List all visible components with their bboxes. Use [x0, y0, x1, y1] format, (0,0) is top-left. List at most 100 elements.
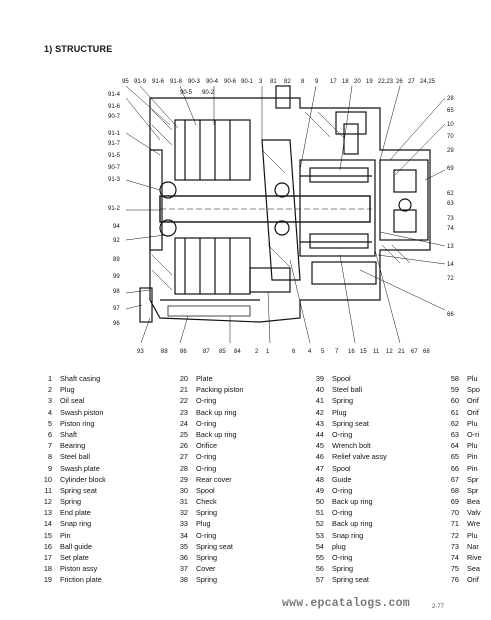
- callout: 86: [180, 349, 187, 355]
- part-row: 72 Plu: [445, 530, 491, 541]
- callout: 92: [113, 238, 120, 244]
- callout: 84: [234, 349, 241, 355]
- part-number: 49: [315, 485, 324, 495]
- part-name: Spring: [332, 564, 354, 574]
- part-name: O-ring: [332, 553, 353, 562]
- part-number: 70: [450, 508, 459, 518]
- part-name: Plu: [467, 418, 478, 428]
- part-number: 17: [43, 553, 52, 562]
- callout: 91-7: [108, 141, 121, 147]
- part-name: Spr: [467, 474, 479, 484]
- part-number: 1: [47, 374, 52, 383]
- part-number: 63: [450, 429, 459, 439]
- part-number: 58: [450, 374, 459, 383]
- callout: 68: [423, 349, 430, 355]
- callout: 98: [113, 289, 120, 295]
- part-number: 72: [450, 530, 459, 540]
- callout: 90-7: [108, 165, 121, 171]
- part-name: Plu: [467, 530, 478, 540]
- part-name: Swash piston: [60, 407, 104, 417]
- callout: 28: [447, 96, 454, 102]
- part-name: Set plate: [60, 553, 89, 562]
- part-name: Plug: [332, 407, 347, 417]
- callout: 9: [315, 79, 319, 85]
- part-number: 66: [450, 463, 459, 473]
- part-name: Check: [196, 497, 217, 507]
- part-number: 8: [47, 452, 52, 462]
- callout: 91-6: [108, 104, 121, 110]
- part-name: Oil seal: [60, 396, 85, 406]
- part-name: Packing piston: [196, 385, 244, 395]
- part-name: Bea: [467, 497, 480, 507]
- callout: 72: [447, 276, 454, 282]
- part-number: 55: [315, 553, 324, 562]
- part-name: Plate: [196, 374, 213, 383]
- callout: 82: [284, 79, 291, 85]
- callout: 62: [447, 191, 454, 197]
- callout: 69: [447, 166, 454, 172]
- callout: 29: [447, 148, 454, 154]
- part-number: 40: [315, 385, 324, 395]
- part-number: 18: [43, 564, 52, 574]
- callout: 91-5: [108, 153, 121, 159]
- part-name: Shaft casing: [60, 374, 101, 383]
- part-number: 50: [315, 497, 324, 507]
- part-name: Spring: [60, 497, 82, 507]
- callout: 12: [386, 349, 393, 355]
- section-heading: 1) STRUCTURE: [44, 44, 113, 54]
- right-callouts: 28 65 10 70 29 69 62 63 73 74 13 14 72 6…: [447, 96, 454, 318]
- part-name: Orif: [467, 575, 479, 585]
- callout: 26: [396, 79, 403, 85]
- part-name: O-ring: [196, 530, 217, 540]
- part-number: 6: [47, 429, 52, 439]
- callout: 91-9: [134, 79, 147, 85]
- part-number: 52: [315, 519, 324, 529]
- part-name: Piston ring: [60, 418, 95, 428]
- part-name: Spool: [332, 374, 351, 383]
- part-name: Plug: [196, 519, 211, 529]
- callout: 90-5: [180, 90, 193, 96]
- part-number: 38: [179, 575, 188, 585]
- part-name: O-ring: [196, 463, 217, 473]
- part-number: 19: [43, 575, 52, 585]
- part-name: O-ring: [332, 485, 353, 495]
- part-number: 69: [450, 497, 459, 507]
- part-name: Orif: [467, 396, 479, 406]
- callout: 7: [335, 349, 339, 355]
- callout: 91-2: [108, 206, 121, 212]
- callout: 93: [137, 349, 144, 355]
- part-number: 2: [47, 385, 52, 395]
- part-name: Back up ring: [196, 407, 237, 417]
- callout: 94: [113, 224, 120, 230]
- part-number: 22: [179, 396, 188, 406]
- part-number: 3: [47, 396, 52, 406]
- part-number: 5: [47, 418, 52, 428]
